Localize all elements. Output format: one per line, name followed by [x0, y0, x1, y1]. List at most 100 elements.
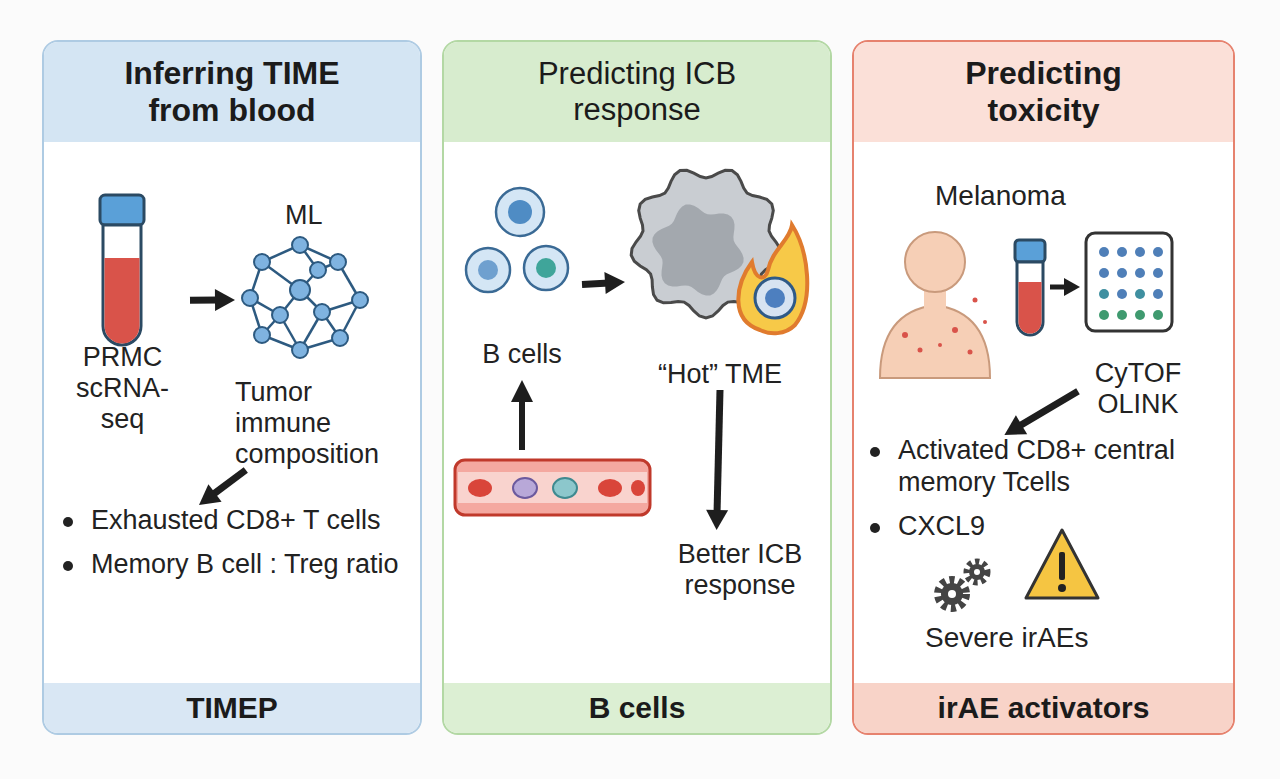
test-tube-icon-part [100, 195, 144, 225]
test-tube-icon-part [105, 258, 140, 344]
network-link [262, 335, 300, 350]
network-node [310, 262, 326, 278]
assay-plate-icon-part [1135, 268, 1145, 278]
assay-plate-icon-part [1099, 268, 1109, 278]
flame-icon-part [765, 288, 785, 308]
panel-footer: irAE activators [854, 683, 1233, 733]
arrow-shaft [190, 297, 219, 304]
arrow-head [1004, 415, 1027, 435]
bullet-list: Exhausted CD8+ T cellsMemory B cell : Tr… [55, 505, 415, 670]
gears-icon-part [967, 562, 987, 582]
plain-label: Severe irAEs [925, 622, 1088, 654]
network-node [254, 254, 270, 270]
network-node [292, 342, 308, 358]
arrow-connector [706, 390, 728, 530]
test-tube-icon-part [1017, 262, 1043, 335]
blood-vessel-icon-part [631, 480, 645, 496]
b-cell-icon-part [478, 260, 498, 280]
gears-icon-part [941, 583, 963, 605]
person-icon-part [983, 320, 987, 324]
bullet-item: CXCL9 [862, 511, 1227, 543]
network-link [250, 262, 262, 298]
network-link [340, 300, 360, 338]
network-link [262, 262, 300, 290]
arrow-shaft [717, 390, 720, 514]
network-node [272, 307, 288, 323]
person-icon-part [880, 305, 990, 378]
person-icon [880, 232, 990, 378]
test-tube-icon-part [103, 225, 141, 345]
assay-plate-icon-part [1117, 268, 1127, 278]
panel-title: Inferring TIME from blood [44, 42, 420, 142]
arrow-connector [582, 272, 625, 294]
network-link [300, 290, 322, 312]
network-link [300, 270, 318, 290]
bullet-item: Memory B cell : Treg ratio [55, 549, 415, 581]
gears-icon-part [974, 569, 980, 575]
assay-plate-icon-part [1135, 247, 1145, 257]
icon-group: MLTumor immune composition [235, 200, 415, 470]
network-link [300, 312, 322, 350]
gears-icon-part [969, 564, 985, 580]
icon-group: “Hot” TME [625, 160, 815, 390]
network-link [322, 300, 360, 312]
network-node [292, 237, 308, 253]
bullet-item: Activated CD8+ central memory Tcells [862, 435, 1227, 499]
icon-group: Better ICB response [650, 530, 830, 610]
icon-label: ML [235, 200, 415, 231]
icon-label: B cells [482, 339, 562, 370]
network-node [242, 290, 258, 306]
b-cell-icon-part [524, 246, 568, 290]
network-link [250, 298, 262, 335]
icon-group: PRMC scRNA-seq [55, 190, 190, 435]
arrow-head [706, 510, 728, 530]
gears-icon-part [948, 590, 956, 598]
network-link [338, 262, 360, 300]
icon-group: B cells [462, 180, 582, 370]
plain-label: Melanoma [935, 180, 1066, 212]
arrow-shaft [1018, 391, 1078, 427]
network-link [300, 245, 338, 262]
assay-plate-icon [1086, 233, 1172, 331]
tumor-outline [631, 170, 781, 318]
network-link [250, 298, 280, 315]
up-arrow-part [511, 380, 533, 402]
tumor-core [652, 204, 743, 295]
network-node [332, 330, 348, 346]
test-tube-icon-part [1019, 282, 1042, 334]
assay-plate-icon-part [1117, 247, 1127, 257]
network-link [322, 312, 340, 338]
flame-icon-part [755, 278, 795, 318]
icon-label: “Hot” TME [658, 359, 782, 390]
blood-vessel-icon-part [455, 460, 650, 515]
person-icon-part [905, 232, 965, 292]
assay-plate-icon-part [1135, 310, 1145, 320]
assay-plate-icon-part [1153, 310, 1163, 320]
arrow-connector [190, 289, 235, 311]
blood-vessel-icon-part [458, 472, 647, 503]
person-icon-part [938, 343, 942, 347]
network-icon [242, 237, 368, 358]
person-icon-part [968, 350, 973, 355]
small-arrow-part [1064, 278, 1080, 296]
panel-box: Inferring TIME from bloodTIMEPPRMC scRNA… [42, 40, 422, 735]
network-link [300, 338, 340, 350]
icon-label: PRMC scRNA-seq [55, 342, 190, 435]
small-arrow-part [1050, 285, 1066, 290]
person-icon-part [924, 285, 946, 311]
assay-plate-icon-part [1099, 247, 1109, 257]
network-node [314, 304, 330, 320]
network-link [318, 262, 338, 270]
b-cell-icon-part [496, 188, 544, 236]
network-node [330, 254, 346, 270]
panel-box: Predicting ICB responseB cellsB cells“Ho… [442, 40, 832, 735]
blood-vessel-icon-part [468, 479, 492, 497]
flame-icon [738, 225, 807, 333]
network-node [290, 280, 310, 300]
panel-footer: B cells [444, 683, 830, 733]
b-cell-icon [466, 188, 568, 292]
assay-plate-icon-part [1153, 289, 1163, 299]
